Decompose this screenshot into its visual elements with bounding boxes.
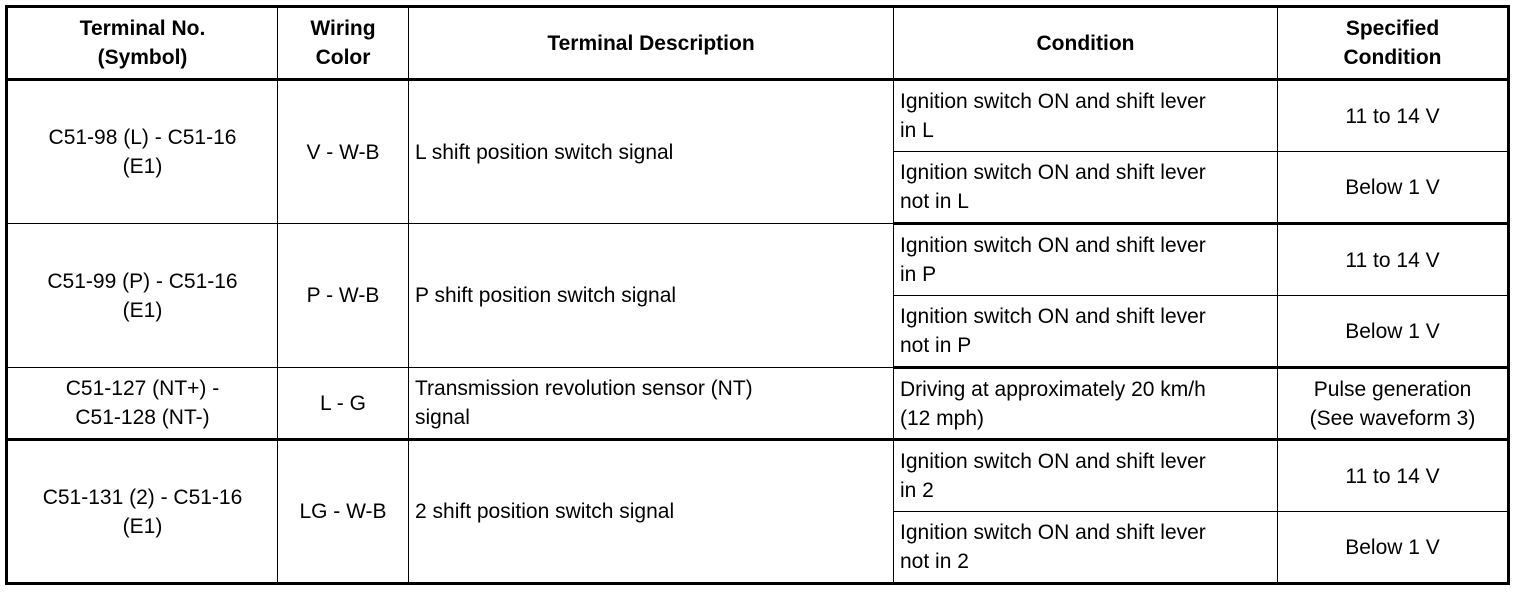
condition-cell: Ignition switch ON and shift lever not i…: [893, 151, 1278, 225]
condition-cell: Ignition switch ON and shift lever in 2: [893, 439, 1278, 512]
wiring-color-cell: P - W-B: [277, 223, 409, 368]
wiring-color-cell: V - W-B: [277, 79, 409, 224]
specified-condition-cell: 11 to 14 V: [1277, 439, 1509, 512]
wiring-color-cell: LG - W-B: [277, 439, 409, 584]
table-row: C51-98 (L) - C51-16 (E1) V - W-B L shift…: [6, 79, 1509, 224]
specified-condition-cell: Below 1 V: [1277, 295, 1509, 369]
table-row: C51-131 (2) - C51-16 (E1) LG - W-B 2 shi…: [6, 439, 1509, 584]
table-row: C51-99 (P) - C51-16 (E1) P - W-B P shift…: [6, 223, 1509, 368]
header-terminal: Terminal No. (Symbol): [6, 6, 278, 81]
condition-cell: Ignition switch ON and shift lever not i…: [893, 511, 1278, 584]
table-row: C51-127 (NT+) - C51-128 (NT-) L - G Tran…: [6, 367, 1509, 441]
specified-condition-cell: 11 to 14 V: [1277, 79, 1509, 152]
header-wiring-color: Wiring Color: [277, 6, 409, 81]
header-terminal-description: Terminal Description: [408, 6, 894, 81]
specified-condition-cell: Below 1 V: [1277, 151, 1509, 225]
header-row: Terminal No. (Symbol) Wiring Color Termi…: [6, 6, 1509, 81]
wiring-color-cell: L - G: [277, 367, 409, 441]
table-row: Ignition switch ON and shift lever not i…: [7, 295, 1509, 369]
specified-condition-cell: Pulse generation (See waveform 3): [1277, 367, 1509, 441]
condition-cell: Ignition switch ON and shift lever not i…: [893, 295, 1278, 369]
terminal-description-cell: 2 shift position switch signal: [408, 439, 894, 584]
terminal-cell: C51-98 (L) - C51-16 (E1): [6, 79, 278, 224]
terminal-spec-table: Terminal No. (Symbol) Wiring Color Termi…: [5, 5, 1510, 585]
terminal-description-cell: P shift position switch signal: [408, 223, 894, 368]
terminal-description-cell: Transmission revolution sensor (NT) sign…: [408, 367, 894, 441]
condition-cell: Driving at approximately 20 km/h (12 mph…: [893, 367, 1278, 441]
specified-condition-cell: Below 1 V: [1277, 511, 1509, 584]
header-condition: Condition: [893, 6, 1278, 81]
terminal-description-cell: L shift position switch signal: [408, 79, 894, 224]
header-specified-condition: Specified Condition: [1277, 6, 1509, 81]
table-row: Ignition switch ON and shift lever not i…: [7, 151, 1509, 225]
specified-condition-cell: 11 to 14 V: [1277, 223, 1509, 296]
table-row: Ignition switch ON and shift lever not i…: [7, 511, 1509, 584]
condition-cell: Ignition switch ON and shift lever in L: [893, 79, 1278, 152]
terminal-cell: C51-127 (NT+) - C51-128 (NT-): [6, 367, 278, 441]
terminal-cell: C51-131 (2) - C51-16 (E1): [6, 439, 278, 584]
condition-cell: Ignition switch ON and shift lever in P: [893, 223, 1278, 296]
terminal-cell: C51-99 (P) - C51-16 (E1): [6, 223, 278, 368]
